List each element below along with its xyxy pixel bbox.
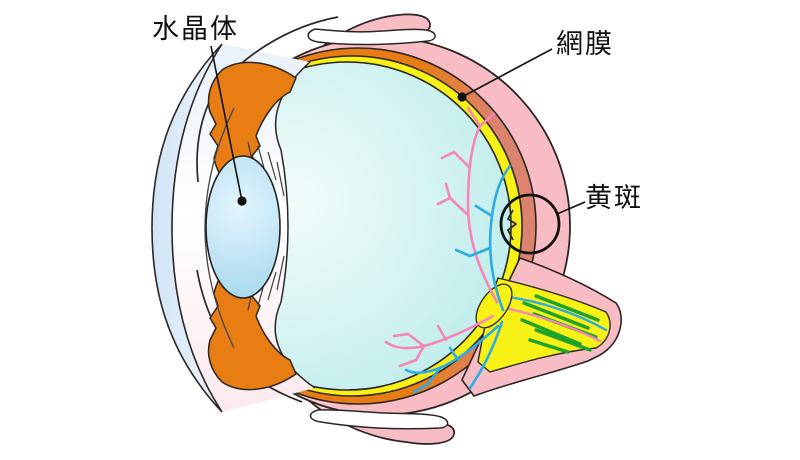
vitreous-anterior-boundary: [274, 61, 316, 389]
cornea: [151, 43, 223, 413]
label-lens: 水晶体: [152, 14, 239, 44]
macula-callout-line: [556, 201, 586, 215]
macula-callout: [499, 193, 586, 255]
fovea-notch: [507, 209, 517, 241]
iris-plane-line: [204, 107, 235, 349]
lens-callout-line: [210, 45, 243, 202]
lens-callout: [210, 45, 247, 206]
macula-callout-circle: [499, 193, 561, 255]
label-retina: 網膜: [556, 29, 614, 59]
superior-muscle-gap: [307, 28, 436, 46]
label-macula: 黄斑: [585, 183, 643, 213]
retina-callout: [457, 48, 553, 102]
optic-nerve-fibers: [520, 294, 600, 354]
central-retinal-vein: [498, 294, 608, 332]
retina-callout-line: [461, 48, 553, 98]
retina-callout-dot: [457, 92, 467, 102]
optic-disc: [475, 283, 513, 329]
retinal-veins: [404, 164, 512, 394]
inferior-muscle-gap: [309, 409, 449, 430]
lens-callout-dot: [237, 196, 247, 206]
retinal-arteries: [384, 106, 499, 368]
crystalline-lens: [205, 155, 281, 299]
